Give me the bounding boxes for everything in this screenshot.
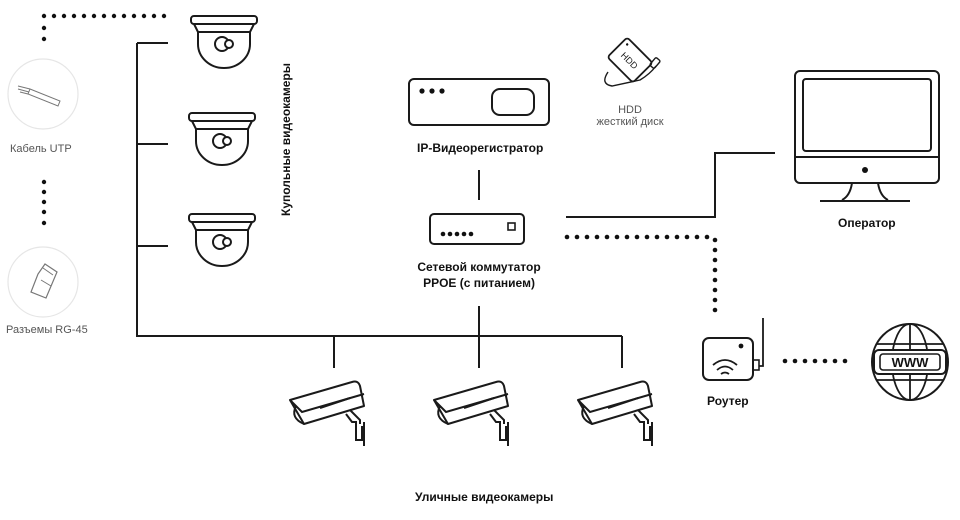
globe-www-icon: WWW xyxy=(871,323,949,401)
nvr-label: IP-Видеорегистратор xyxy=(417,141,544,155)
rj45-label: Разъемы RG-45 xyxy=(6,324,88,336)
monitor-icon xyxy=(794,70,940,202)
street-camera-1-icon xyxy=(289,380,365,447)
switch-label-line1: Сетевой коммутатор xyxy=(417,260,541,274)
hdd-cable xyxy=(604,65,657,87)
hdd-label-line1: HDD xyxy=(618,104,642,116)
operator-label: Оператор xyxy=(838,216,896,230)
utp-cable-icon xyxy=(7,58,79,130)
switch-label-line2: PPOE (с питанием) xyxy=(423,276,535,290)
www-text: WWW xyxy=(892,355,930,370)
dotted-link-router-internet xyxy=(782,358,848,364)
switch-label: Сетевой коммутатор PPOE (с питанием) xyxy=(399,259,559,291)
dome-camera-1-icon xyxy=(190,15,258,69)
dome-cameras-label: Купольные видеокамеры xyxy=(279,63,293,216)
router-label: Роутер xyxy=(707,394,749,408)
switch-icon xyxy=(429,213,525,245)
router-icon xyxy=(702,318,764,381)
nvr-icon xyxy=(408,78,550,126)
street-camera-2-icon xyxy=(433,380,509,447)
hdd-label: HDD жесткий диск xyxy=(590,104,670,128)
dotted-link-utp-to-camera xyxy=(41,13,167,42)
dome-camera-3-icon xyxy=(188,213,256,267)
street-cameras-label: Уличные видеокамеры xyxy=(415,490,554,504)
dotted-link-utp-to-rj45 xyxy=(41,179,47,226)
utp-cable-label: Кабель UTP xyxy=(10,143,72,155)
street-camera-3-icon xyxy=(577,380,653,447)
link-switch-operator xyxy=(566,152,775,218)
dotted-link-switch-router xyxy=(564,234,718,313)
dome-camera-2-icon xyxy=(188,112,256,166)
hdd-usb-plug xyxy=(649,57,661,69)
rj45-connector-icon xyxy=(7,246,79,318)
hdd-icon: HDD xyxy=(607,37,653,83)
hdd-label-line2: жесткий диск xyxy=(596,116,664,128)
dome-camera-bus xyxy=(136,42,623,368)
